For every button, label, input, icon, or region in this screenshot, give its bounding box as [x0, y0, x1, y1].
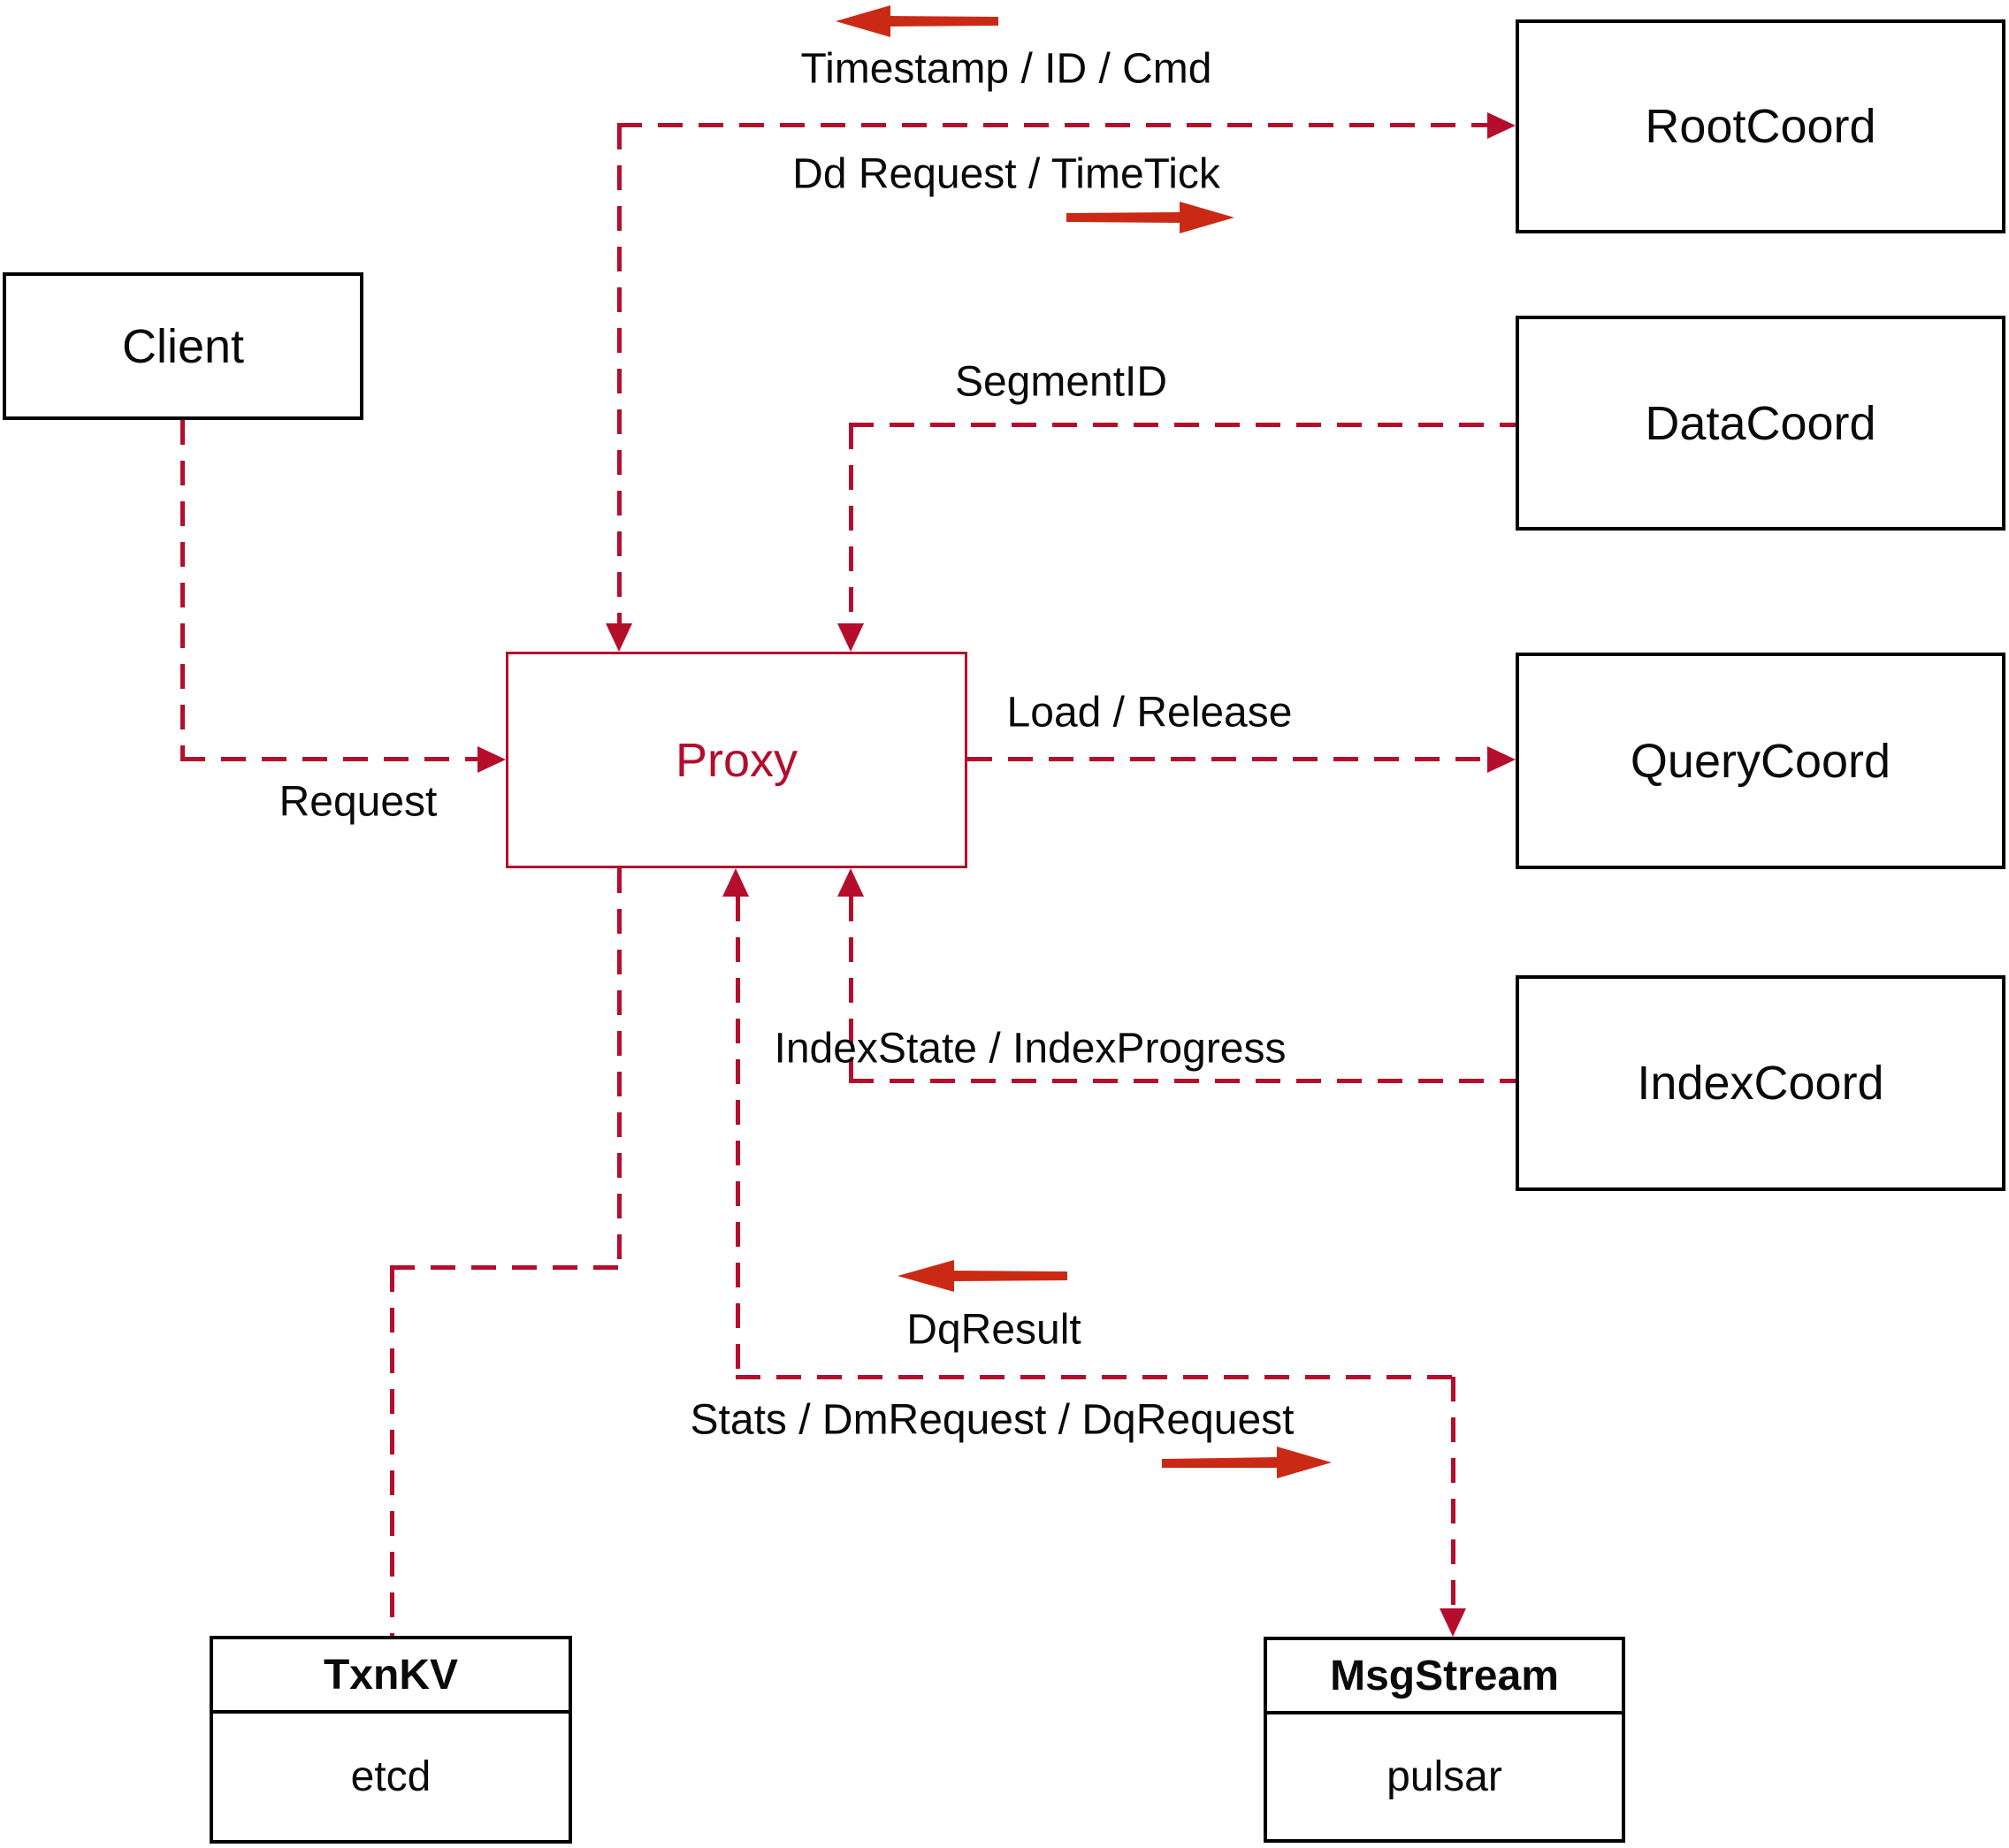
node-msgstream-title: MsgStream	[1267, 1640, 1622, 1714]
node-indexcoord-label: IndexCoord	[1637, 1057, 1884, 1110]
label-request: Request	[279, 778, 438, 826]
arrowhead-into-proxy-bottom-right	[837, 868, 864, 897]
edge-msgstream-proxy-vertical-right	[1451, 1377, 1455, 1608]
arrowhead-into-querycoord	[1487, 746, 1516, 773]
direction-arrow-right-stats-icon	[1162, 1445, 1332, 1485]
direction-arrow-left-dqresult-icon	[898, 1259, 1067, 1297]
edge-indexcoord-proxy-vertical	[849, 897, 853, 1081]
node-rootcoord-label: RootCoord	[1645, 100, 1876, 153]
label-dd-request-timetick: Dd Request / TimeTick	[792, 150, 1220, 198]
node-txnkv: TxnKV etcd	[210, 1636, 572, 1844]
arrowhead-into-proxy-left	[477, 746, 506, 773]
direction-arrow-right-ddrequest-icon	[1066, 200, 1234, 240]
label-dq-result: DqResult	[906, 1306, 1081, 1354]
node-datacoord-label: DataCoord	[1645, 396, 1876, 450]
label-stats-dmrequest-dqrequest: Stats / DmRequest / DqRequest	[690, 1396, 1295, 1444]
direction-arrow-left-timestamp-icon	[836, 4, 998, 42]
arrowhead-into-msgstream	[1440, 1608, 1466, 1637]
node-datacoord: DataCoord	[1516, 316, 2005, 531]
node-msgstream: MsgStream pulsar	[1264, 1637, 1625, 1843]
label-timestamp-id-cmd: Timestamp / ID / Cmd	[800, 45, 1212, 93]
arrowhead-into-proxy-top-left	[606, 623, 632, 652]
node-querycoord-label: QueryCoord	[1630, 734, 1891, 788]
node-txnkv-subtitle: etcd	[350, 1753, 432, 1800]
node-msgstream-subtitle: pulsar	[1386, 1753, 1502, 1800]
edge-rootcoord-proxy-horizontal	[617, 123, 1487, 127]
edge-datacoord-proxy-horizontal	[849, 423, 1516, 427]
node-proxy: Proxy	[506, 652, 967, 868]
edge-txnkv-proxy-vertical-right	[617, 868, 622, 1267]
edge-msgstream-proxy-vertical-left	[736, 897, 740, 1377]
arrowhead-into-rootcoord	[1487, 112, 1516, 139]
node-client: Client	[3, 272, 363, 420]
arrowhead-into-proxy-bottom-left	[722, 868, 749, 897]
arrowhead-into-proxy-top-right	[837, 623, 864, 652]
edge-msgstream-proxy-horizontal	[736, 1375, 1455, 1379]
edge-datacoord-proxy-vertical	[849, 424, 853, 623]
label-load-release: Load / Release	[1006, 689, 1293, 737]
node-proxy-label: Proxy	[675, 733, 798, 787]
node-indexcoord: IndexCoord	[1516, 975, 2005, 1191]
edge-txnkv-proxy-horizontal	[390, 1265, 622, 1270]
node-client-label: Client	[121, 319, 245, 373]
edge-client-proxy-horizontal	[180, 757, 477, 761]
edge-rootcoord-proxy-vertical	[617, 125, 622, 623]
edge-txnkv-proxy-vertical-left	[390, 1267, 394, 1636]
edge-client-proxy-vertical	[180, 420, 185, 759]
edge-indexcoord-proxy-horizontal	[849, 1079, 1516, 1083]
edge-proxy-querycoord	[967, 757, 1487, 761]
label-segment-id: SegmentID	[954, 358, 1168, 406]
node-txnkv-title: TxnKV	[213, 1639, 569, 1714]
node-querycoord: QueryCoord	[1516, 653, 2005, 869]
label-indexstate-indexprogress: IndexState / IndexProgress	[774, 1025, 1287, 1073]
node-rootcoord: RootCoord	[1516, 19, 2005, 233]
